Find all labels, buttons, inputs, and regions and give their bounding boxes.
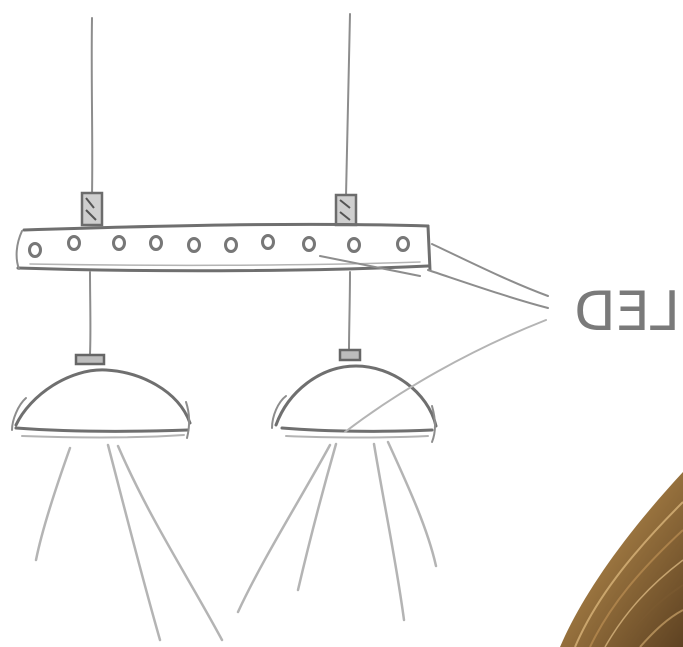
suspension-cables: [90, 13, 351, 197]
pendant-lamp-right: [271, 348, 438, 443]
led-dot: [112, 235, 126, 251]
led-dot: [67, 235, 81, 251]
led-label: LED: [574, 280, 680, 343]
lamp-cables: [89, 271, 351, 355]
led-dot: [224, 237, 238, 253]
led-bar: [15, 222, 432, 273]
led-dot: [302, 236, 316, 252]
led-dot: [396, 236, 410, 252]
bar-mounting-clips: [80, 191, 358, 227]
hair-photo-corner: [560, 472, 683, 647]
led-dot: [261, 234, 275, 250]
light-beams-right: [236, 440, 438, 622]
led-dots: [28, 234, 410, 258]
led-leader-lines: [319, 243, 549, 433]
led-dot: [28, 242, 42, 258]
pendant-lamp-left: [11, 353, 192, 439]
led-dot: [149, 235, 163, 251]
led-dot: [187, 237, 201, 253]
led-label-group: LED: [574, 280, 680, 343]
led-dot: [347, 237, 361, 253]
light-beams-left: [34, 443, 224, 642]
